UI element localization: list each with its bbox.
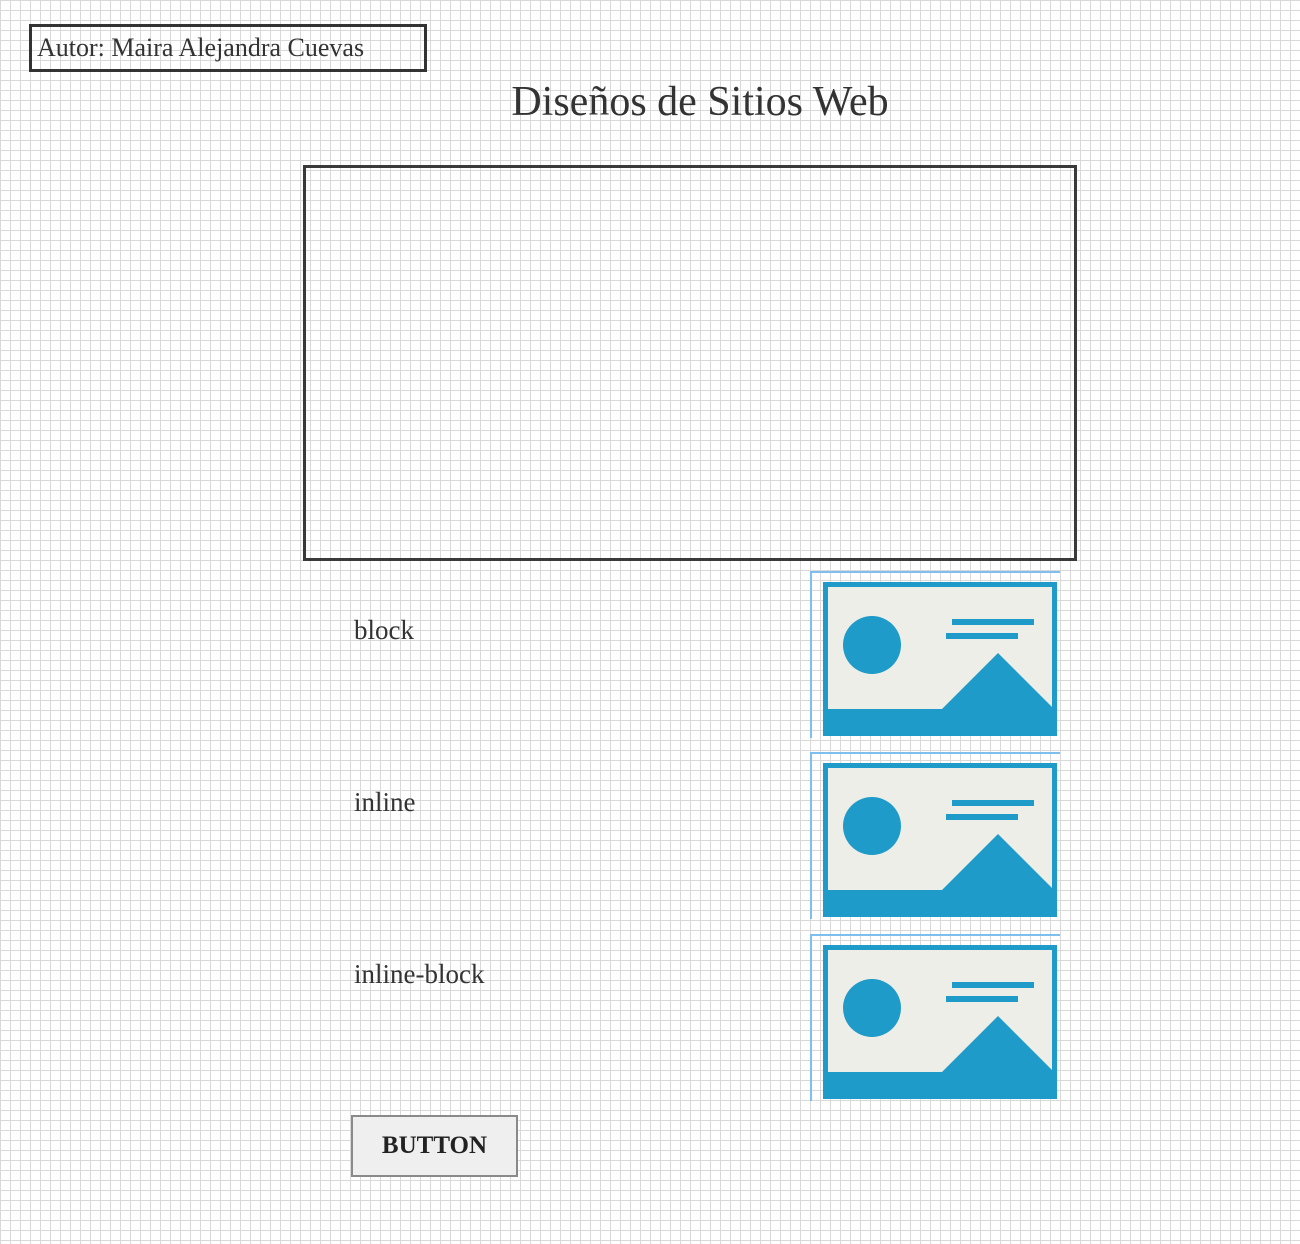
author-label: Autor: Maira Alejandra Cuevas bbox=[29, 24, 427, 72]
main-content-frame bbox=[303, 165, 1077, 561]
image-placeholder-icon bbox=[823, 945, 1057, 1099]
image-placeholder-icon bbox=[823, 763, 1057, 917]
row-label-block: block bbox=[354, 615, 414, 645]
page-title: Diseños de Sitios Web bbox=[511, 79, 889, 125]
row-label-inline: inline bbox=[354, 787, 416, 817]
image-placeholder-icon bbox=[823, 582, 1057, 736]
row-label-inline-block: inline-block bbox=[354, 959, 485, 989]
image-placeholder-inline[interactable] bbox=[810, 752, 1060, 919]
image-placeholder-inline-block[interactable] bbox=[810, 934, 1060, 1101]
image-placeholder-block[interactable] bbox=[810, 571, 1060, 738]
main-button[interactable]: BUTTON bbox=[351, 1115, 518, 1177]
